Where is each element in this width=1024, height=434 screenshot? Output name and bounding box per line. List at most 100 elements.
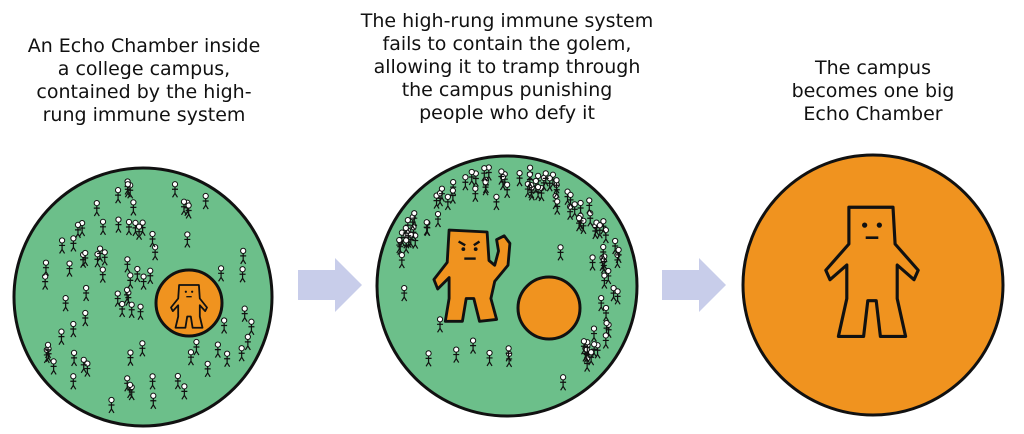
student-figure [147,267,154,285]
golem-large [824,205,920,338]
student-figure [132,219,139,237]
student-figure [139,340,146,357]
student-figure [248,318,255,336]
student-figure [66,260,73,277]
student-figure [612,237,619,255]
student-figure [204,360,211,378]
student-figure [462,174,469,191]
student-figure [614,288,621,305]
student-figure [137,303,144,321]
panel-1-campus [12,166,274,428]
student-figure [96,245,104,262]
student-figure [596,222,603,239]
student-figure [434,210,442,228]
student-figure [99,266,106,283]
student-figure [605,267,612,285]
student-figure [560,374,567,391]
student-figure [588,349,595,366]
student-figure [50,358,57,375]
student-figure [577,199,584,217]
student-figure [486,349,493,367]
student-figure [58,328,65,345]
student-figure [135,223,143,240]
student-figure [241,305,248,322]
student-figure [83,284,90,302]
student-figure [498,168,505,185]
student-figure [82,309,89,327]
student-figure [481,165,488,182]
student-figure [99,218,107,236]
student-figure [453,346,460,363]
student-figure [615,246,622,264]
student-figure [44,341,52,359]
student-figure [553,177,560,194]
student-figure [115,216,122,233]
student-figure [185,202,192,219]
student-figure [575,215,583,232]
student-figure [411,210,418,227]
student-figure [42,259,50,276]
student-figure [505,345,512,362]
student-figure [58,237,66,254]
caption-panel-2: The high-rung immune system fails to con… [360,10,654,124]
student-figure [444,193,451,211]
student-figure [396,236,403,254]
student-figure [602,332,609,349]
caption-panel-3: The campus becomes one big Echo Chamber [791,57,955,125]
student-figure [184,231,191,248]
student-figure [610,285,617,302]
student-figure [603,320,610,337]
student-figure [114,290,121,307]
student-figure [438,185,446,203]
student-figure [224,350,231,368]
student-figure [127,272,134,289]
student-figure [600,243,607,261]
student-figure [472,185,479,202]
student-figure [549,171,557,189]
student-figure [591,341,598,358]
student-figure [123,286,131,304]
student-figure [202,192,209,210]
student-figure [554,198,561,215]
student-figure [70,235,77,252]
student-figure [70,349,78,367]
student-figure [150,392,157,410]
student-figure [125,218,133,236]
student-figure [180,198,188,216]
student-figure [398,251,405,269]
student-figure [239,266,246,283]
student-figure [128,301,135,319]
student-figure [449,187,456,204]
student-figure [567,191,574,209]
student-figure [119,300,126,318]
student-figure [600,218,607,235]
student-figure [82,249,89,267]
student-figure [433,192,440,209]
student-figure [534,183,542,201]
student-figure [171,181,179,198]
student-figure [181,383,188,400]
student-figure [214,341,221,358]
student-figure [468,168,475,186]
student-figure [436,316,444,333]
student-figure [590,325,598,342]
golem-rampaging [432,228,512,323]
student-figure [493,193,500,211]
arrow-right-1 [298,258,362,312]
student-figure [114,187,122,204]
campus-circle [12,166,274,428]
student-figure [124,256,131,273]
students-group [396,164,622,391]
campus-circle [375,154,639,418]
student-figure [193,338,200,356]
panel-2-campus [375,154,639,418]
student-figure [546,175,553,192]
student-figure [598,294,605,312]
student-figure [80,356,87,374]
student-figure [401,284,408,302]
student-figure [149,230,156,248]
student-figure [108,396,115,414]
student-figure [516,170,523,187]
student-figure [557,244,564,261]
student-figure [124,181,131,198]
